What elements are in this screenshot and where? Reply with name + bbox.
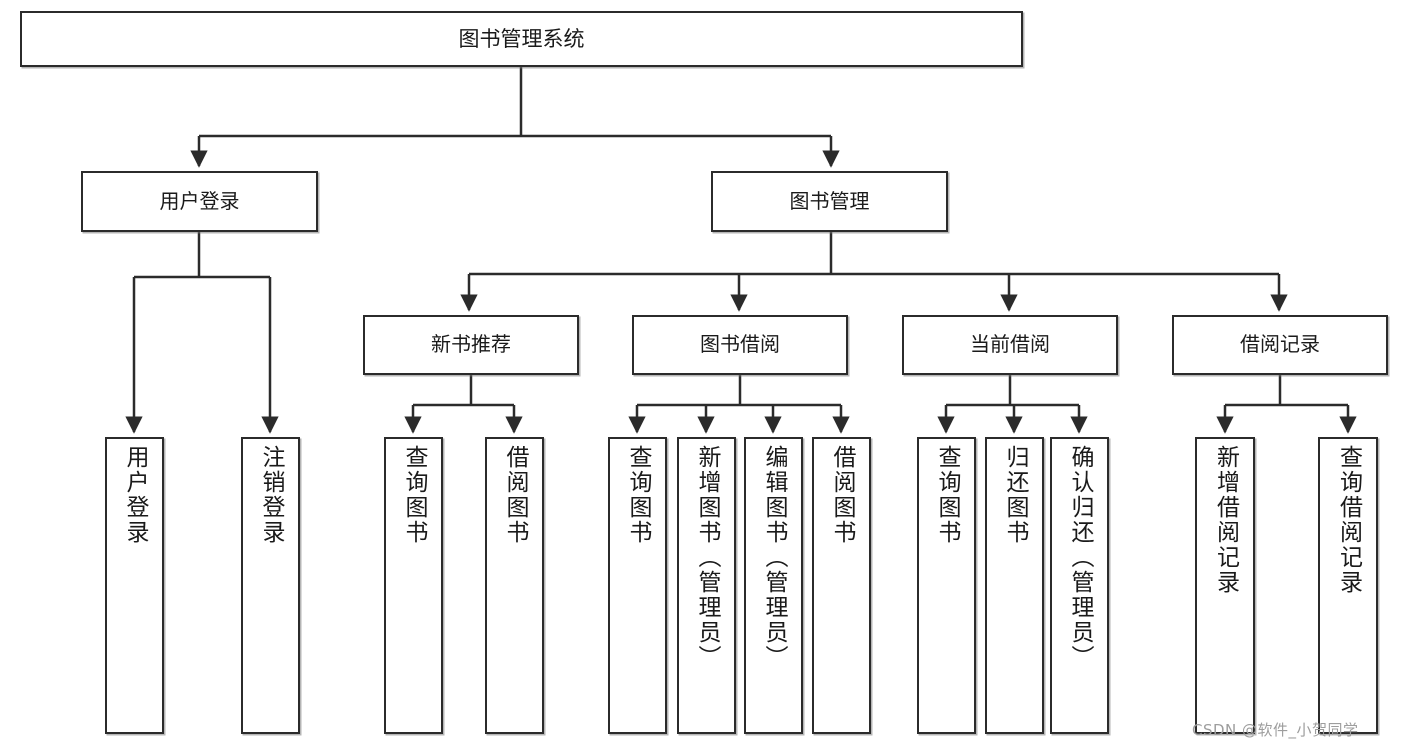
node-borrow-record-label: 借阅记录 (1240, 332, 1320, 357)
node-leaf-query-record-label: 查询借阅记录 (1335, 445, 1362, 595)
node-leaf-user-logout[interactable]: 注销登录 (241, 437, 300, 734)
node-root-label: 图书管理系统 (458, 26, 585, 51)
node-new-book-recommend[interactable]: 新书推荐 (363, 315, 579, 375)
node-leaf-edit-book[interactable]: 编辑图书（管理员） (744, 437, 803, 734)
node-current-borrow-label: 当前借阅 (970, 332, 1050, 357)
node-leaf-borrow-book-rec[interactable]: 借阅图书 (485, 437, 544, 734)
node-leaf-return-book-label: 归还图书 (1002, 445, 1028, 545)
node-leaf-borrow-book[interactable]: 借阅图书 (812, 437, 871, 734)
node-leaf-return-book[interactable]: 归还图书 (985, 437, 1044, 734)
node-new-book-recommend-label: 新书推荐 (431, 332, 511, 357)
node-leaf-query-book-bor[interactable]: 查询图书 (608, 437, 667, 734)
watermark: CSDN @软件_小贺同学 (1192, 721, 1359, 739)
node-book-borrow[interactable]: 图书借阅 (632, 315, 848, 375)
node-leaf-borrow-book-rec-label: 借阅图书 (502, 445, 528, 545)
node-leaf-add-book[interactable]: 新增图书（管理员） (677, 437, 736, 734)
node-current-borrow[interactable]: 当前借阅 (902, 315, 1118, 375)
node-leaf-borrow-book-label: 借阅图书 (829, 445, 855, 545)
node-leaf-query-book-bor-label: 查询图书 (625, 445, 651, 545)
node-user-login[interactable]: 用户登录 (81, 171, 318, 232)
node-leaf-query-book-rec[interactable]: 查询图书 (384, 437, 443, 734)
node-leaf-add-book-label: 新增图书（管理员） (694, 445, 720, 670)
node-leaf-query-book-cur-label: 查询图书 (934, 445, 960, 545)
node-book-manage[interactable]: 图书管理 (711, 171, 948, 232)
node-book-borrow-label: 图书借阅 (700, 332, 780, 357)
node-leaf-confirm-return-label: 确认归还（管理员） (1067, 445, 1093, 670)
node-leaf-add-record-label: 新增借阅记录 (1212, 445, 1239, 595)
node-leaf-user-logout-label: 注销登录 (258, 445, 284, 545)
node-leaf-edit-book-label: 编辑图书（管理员） (761, 445, 787, 670)
node-leaf-query-book-rec-label: 查询图书 (401, 445, 427, 545)
node-book-manage-label: 图书管理 (789, 188, 870, 213)
node-root[interactable]: 图书管理系统 (20, 11, 1023, 67)
node-leaf-confirm-return[interactable]: 确认归还（管理员） (1050, 437, 1109, 734)
node-leaf-query-book-cur[interactable]: 查询图书 (917, 437, 976, 734)
node-leaf-user-login[interactable]: 用户登录 (105, 437, 164, 734)
node-user-login-label: 用户登录 (159, 188, 240, 213)
node-leaf-user-login-label: 用户登录 (122, 445, 148, 545)
node-leaf-query-record[interactable]: 查询借阅记录 (1318, 437, 1378, 734)
node-leaf-add-record[interactable]: 新增借阅记录 (1195, 437, 1255, 734)
node-borrow-record[interactable]: 借阅记录 (1172, 315, 1388, 375)
